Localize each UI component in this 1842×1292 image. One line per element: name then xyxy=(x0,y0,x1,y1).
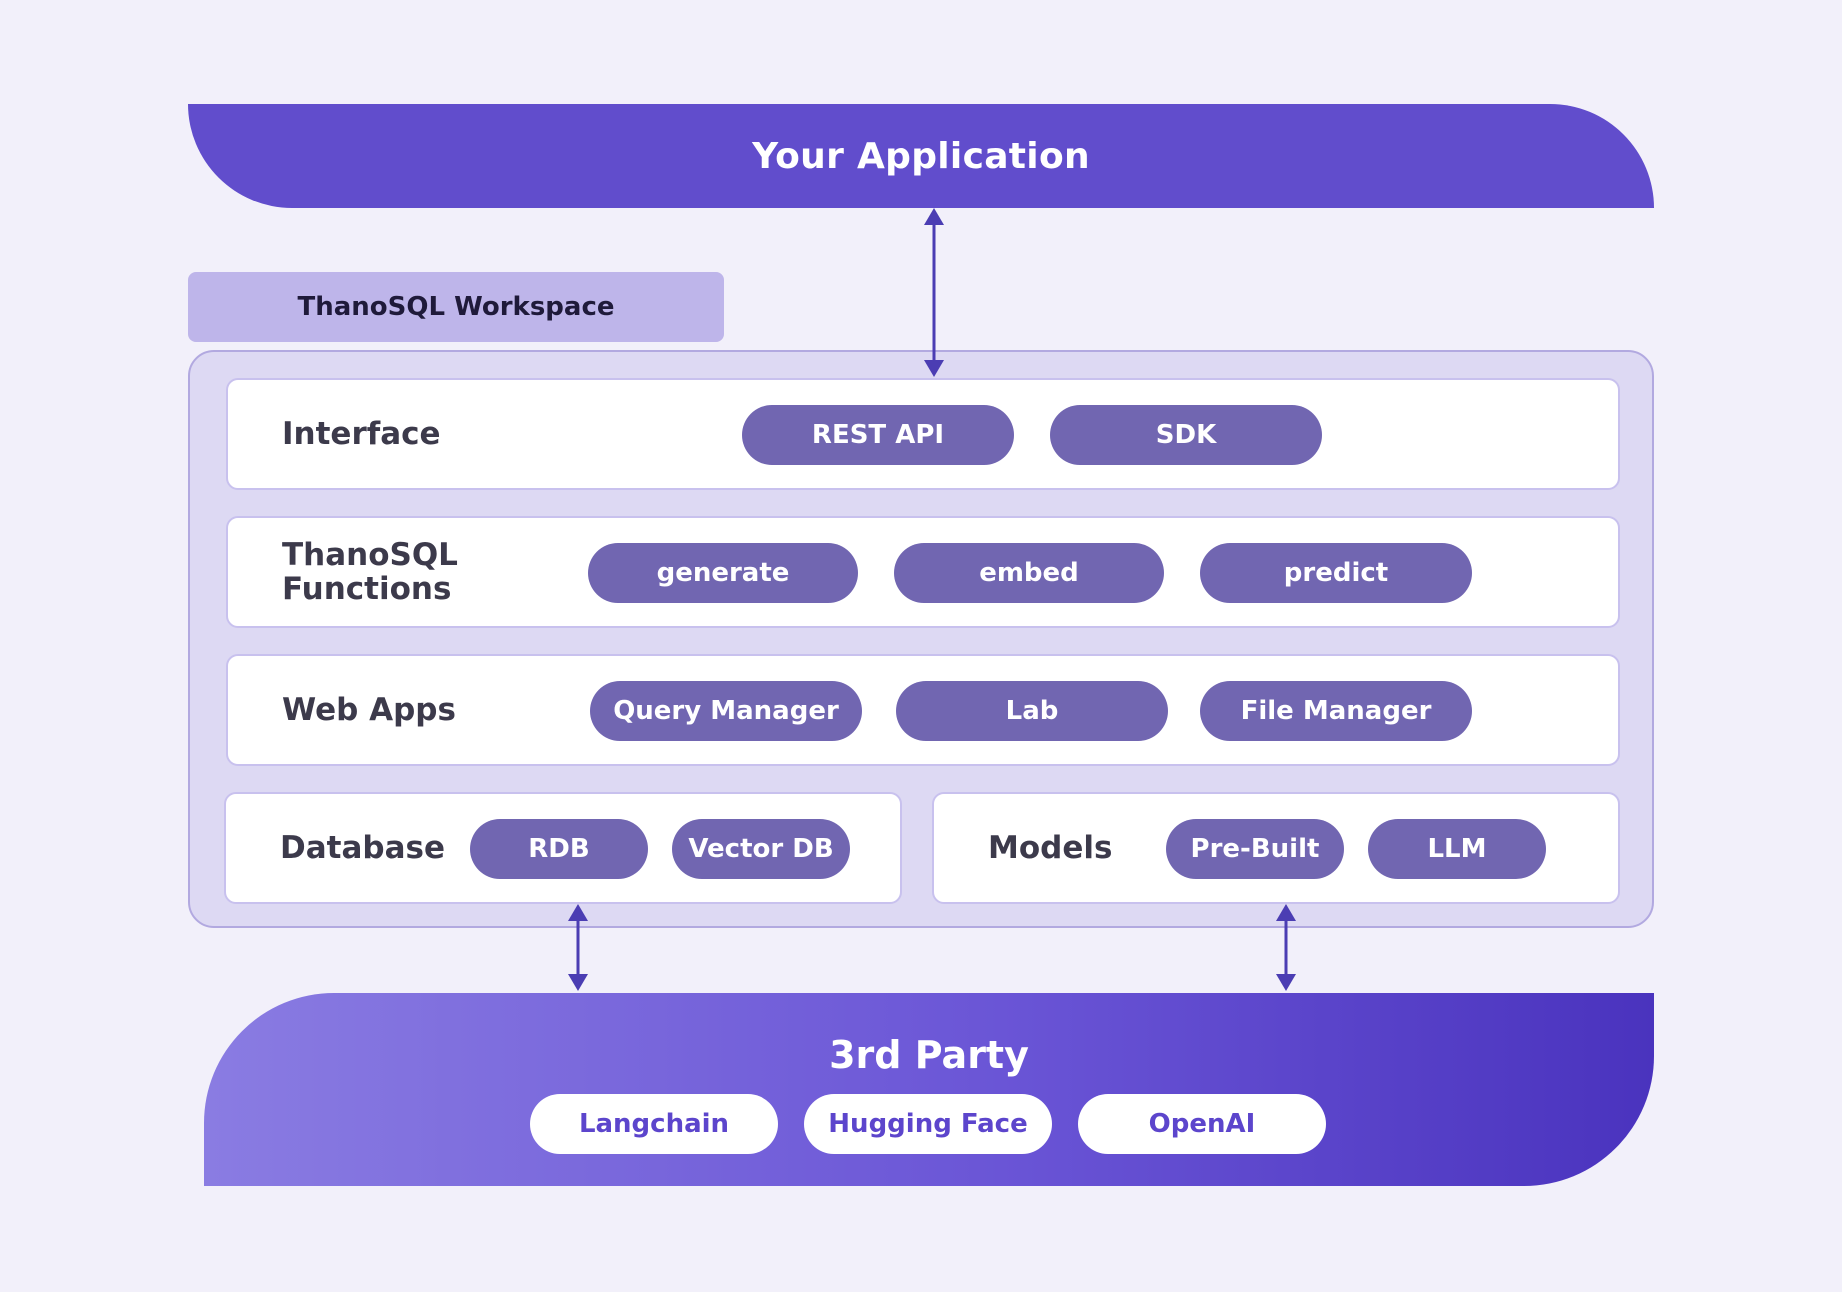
functions-label: ThanoSQL Functions xyxy=(282,537,458,607)
sdk-pill: SDK xyxy=(1050,405,1322,465)
hugging-face-pill: Hugging Face xyxy=(804,1094,1052,1154)
interface-row: Interface REST API SDK xyxy=(226,378,1620,490)
langchain-pill: Langchain xyxy=(530,1094,778,1154)
database-third-party-arrow xyxy=(568,904,588,991)
application-title: Your Application xyxy=(752,135,1090,177)
generate-pill: generate xyxy=(588,543,858,603)
workspace-title: ThanoSQL Workspace xyxy=(297,292,615,322)
third-party-title: 3rd Party xyxy=(829,1033,1029,1077)
query-manager-pill: Query Manager xyxy=(590,681,862,741)
web-apps-row: Web Apps Query Manager Lab File Manager xyxy=(226,654,1620,766)
rest-api-pill: REST API xyxy=(742,405,1014,465)
app-workspace-arrow xyxy=(924,208,944,377)
interface-label: Interface xyxy=(282,416,441,452)
workspace-tab: ThanoSQL Workspace xyxy=(188,272,724,342)
predict-pill: predict xyxy=(1200,543,1472,603)
openai-pill: OpenAI xyxy=(1078,1094,1326,1154)
llm-pill: LLM xyxy=(1368,819,1546,879)
database-label: Database xyxy=(280,830,445,866)
vector-db-pill: Vector DB xyxy=(672,819,850,879)
application-banner: Your Application xyxy=(188,104,1654,208)
lab-pill: Lab xyxy=(896,681,1168,741)
third-party-banner: 3rd Party Langchain Hugging Face OpenAI xyxy=(204,993,1654,1186)
database-box: Database RDB Vector DB xyxy=(224,792,902,904)
pre-built-pill: Pre-Built xyxy=(1166,819,1344,879)
models-box: Models Pre-Built LLM xyxy=(932,792,1620,904)
embed-pill: embed xyxy=(894,543,1164,603)
web-apps-label: Web Apps xyxy=(282,692,456,728)
file-manager-pill: File Manager xyxy=(1200,681,1472,741)
rdb-pill: RDB xyxy=(470,819,648,879)
models-third-party-arrow xyxy=(1276,904,1296,991)
models-label: Models xyxy=(988,830,1113,866)
functions-row: ThanoSQL Functions generate embed predic… xyxy=(226,516,1620,628)
